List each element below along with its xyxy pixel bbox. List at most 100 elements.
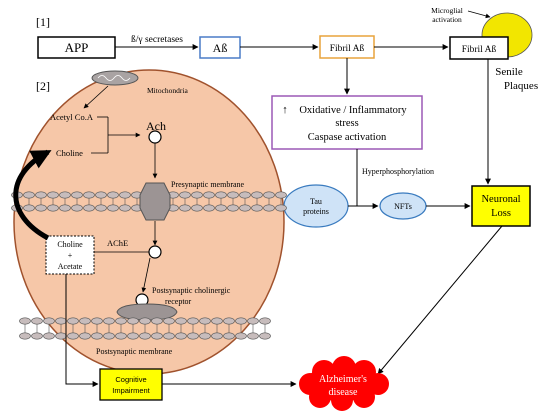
cognitive-impairment-box xyxy=(99,368,163,401)
lipid-head xyxy=(239,191,251,199)
lipid-head xyxy=(139,332,151,340)
lipid-head xyxy=(139,317,151,325)
lipid-head xyxy=(19,317,31,325)
oxidative-label-3: Caspase activation xyxy=(308,132,387,143)
lipid-head xyxy=(55,317,67,325)
lipid-head xyxy=(47,191,59,199)
oxidative-label-1: Oxidative / Inflammatory xyxy=(299,105,407,116)
lipid-head xyxy=(227,204,239,212)
lipid-head xyxy=(151,317,163,325)
lipid-head xyxy=(31,332,43,340)
mitochondria-icon xyxy=(91,70,139,86)
choline-acetate-label-1: Choline xyxy=(57,240,83,249)
lipid-head xyxy=(79,332,91,340)
lipid-head xyxy=(275,204,287,212)
lipid-head xyxy=(215,204,227,212)
lipid-head xyxy=(191,204,203,212)
choline-acetate-label-3: Acetate xyxy=(58,262,83,271)
lipid-head xyxy=(211,332,223,340)
lipid-head xyxy=(43,332,55,340)
lipid-head xyxy=(55,332,67,340)
lipid-head xyxy=(43,317,55,325)
ach-label: Ach xyxy=(146,119,166,133)
choline-recycle-arrow xyxy=(13,149,52,241)
lipid-head xyxy=(223,317,235,325)
hyperphosphorylation-label: Hyperphosphorylation xyxy=(362,167,434,176)
mito-to-acetyl-arrow xyxy=(83,85,109,109)
postsyn-receptor-label-1: Postsynaptic cholinergic xyxy=(152,286,231,295)
lipid-head xyxy=(23,191,35,199)
lipid-head xyxy=(23,204,35,212)
alzheimer-label-2: disease xyxy=(329,387,358,398)
ach-cleft-circle xyxy=(148,245,162,259)
microglial-label-2: activation xyxy=(432,15,462,24)
lipid-head xyxy=(115,332,127,340)
lipid-head xyxy=(103,317,115,325)
lipid-head xyxy=(263,204,275,212)
lipid-head xyxy=(163,317,175,325)
ach-vesicle xyxy=(148,130,162,144)
lipid-head xyxy=(91,332,103,340)
lipid-head xyxy=(95,204,107,212)
cognitive-label-2: Impairment xyxy=(112,386,150,395)
alzheimer-label-1: Alzheimer's xyxy=(319,374,367,385)
nfts-label: NFTs xyxy=(394,202,412,211)
lipid-head xyxy=(107,204,119,212)
tau-proteins-node xyxy=(283,184,349,228)
lipid-head xyxy=(163,332,175,340)
fibril-label-2: Fibril Aß xyxy=(462,44,497,55)
lipid-head xyxy=(191,191,203,199)
lipid-head xyxy=(83,204,95,212)
lipid-head xyxy=(151,332,163,340)
lipid-head xyxy=(235,332,247,340)
lipid-head xyxy=(35,191,47,199)
lipid-head xyxy=(127,317,139,325)
lipid-head xyxy=(275,191,287,199)
microglial-label-1: Microglial xyxy=(431,6,463,15)
lipid-head xyxy=(211,317,223,325)
lipid-head xyxy=(259,317,271,325)
section-marker-1: [1] xyxy=(36,15,50,29)
lipid-head xyxy=(103,332,115,340)
lipid-head xyxy=(247,332,259,340)
lipid-head xyxy=(67,317,79,325)
lipid-head xyxy=(95,191,107,199)
lipid-head xyxy=(199,332,211,340)
lipid-head xyxy=(199,317,211,325)
lipid-head xyxy=(59,191,71,199)
lipid-head xyxy=(179,191,191,199)
lipid-head xyxy=(235,317,247,325)
presynaptic-channel xyxy=(139,182,171,221)
lipid-head xyxy=(175,332,187,340)
fibril-label-1: Fibril Aß xyxy=(330,43,365,54)
neuronal-loss-box xyxy=(471,185,531,227)
lipid-head xyxy=(227,191,239,199)
lipid-head xyxy=(223,332,235,340)
lipid-head xyxy=(203,204,215,212)
lipid-head xyxy=(187,317,199,325)
oxidative-label-2: stress xyxy=(335,118,358,129)
neuronal-to-alzheimer-arrow xyxy=(377,225,503,375)
app-label: APP xyxy=(65,40,89,55)
choline-to-cognitive-arrow xyxy=(65,274,99,387)
fibril-box-2 xyxy=(449,36,509,60)
choline-acetate-box xyxy=(45,235,95,275)
lipid-head xyxy=(203,191,215,199)
lipid-head xyxy=(71,191,83,199)
microglial-pointer-line xyxy=(467,10,491,19)
lipid-head xyxy=(67,332,79,340)
lipid-head xyxy=(119,204,131,212)
lipid-head xyxy=(263,191,275,199)
lipid-head xyxy=(119,191,131,199)
lipid-head xyxy=(179,204,191,212)
tau-label-2: proteins xyxy=(303,207,329,216)
lipid-head xyxy=(91,317,103,325)
lipid-head xyxy=(247,317,259,325)
lipid-head xyxy=(127,332,139,340)
tau-label-1: Tau xyxy=(310,197,322,206)
postsyn-receptor-label-2: receptor xyxy=(165,297,192,306)
ach-to-receptor-arrow xyxy=(141,257,151,293)
lipid-head xyxy=(71,204,83,212)
lipid-head xyxy=(31,317,43,325)
